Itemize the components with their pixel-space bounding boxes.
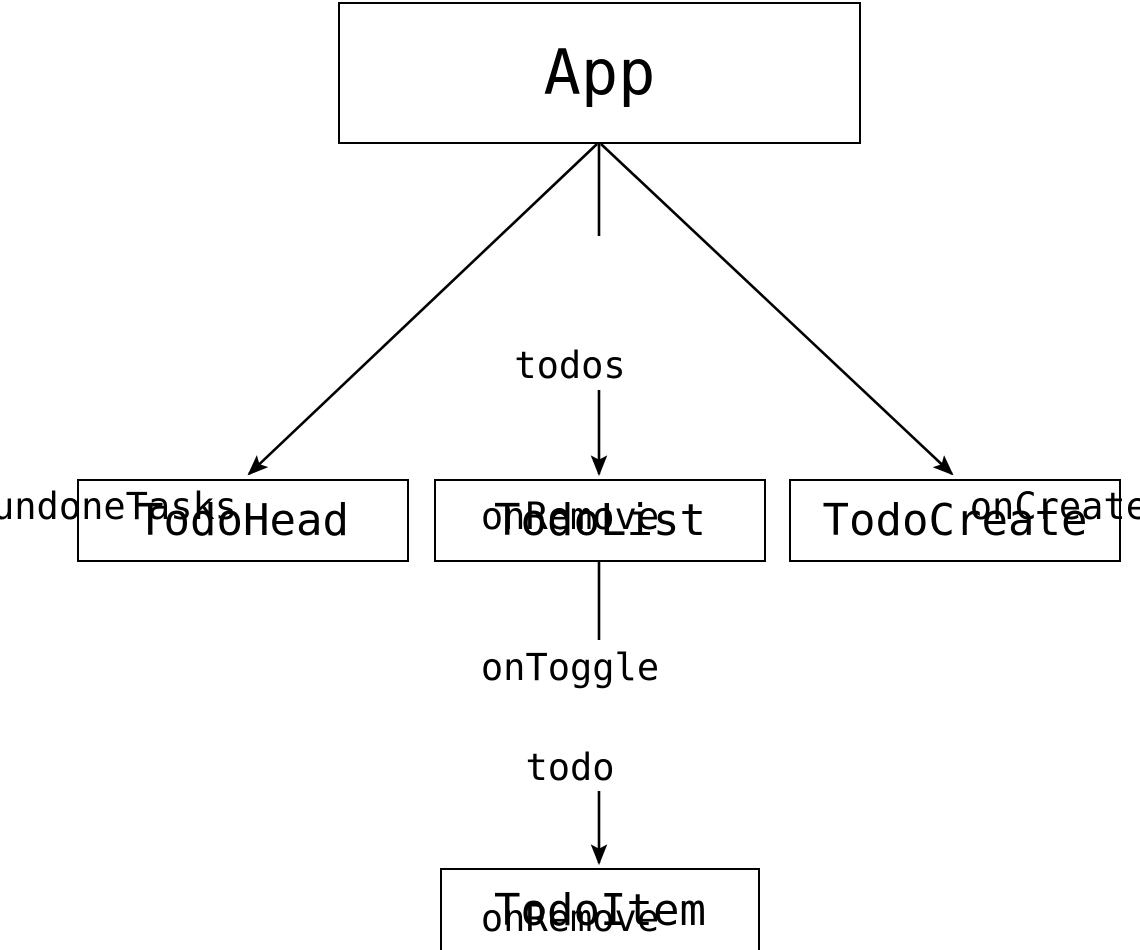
edge-label-app-to-todohead: undoneTasks (0, 381, 292, 633)
edge-label-app-to-todolist: todos onRemove onToggle (0, 240, 1140, 793)
edge-label-line-undonetasks: undoneTasks (0, 484, 238, 528)
edge-label-todolist-to-todoitem: todo onRemove onToggle (0, 642, 1140, 950)
node-todocreate[interactable]: TodoCreate (789, 479, 1121, 562)
edge-label-line-todo: todo (525, 745, 615, 789)
edge-label-line-todos: todos (514, 343, 626, 387)
node-todolist[interactable]: TodoList (434, 479, 766, 562)
edge-app-to-todocreate (600, 143, 954, 476)
node-todolist-label: TodoList (494, 494, 706, 546)
edge-label-line-oncreate: onCreate (969, 484, 1140, 528)
node-app[interactable]: App (338, 2, 861, 144)
edge-label-line-onremove-2: onRemove (480, 896, 660, 940)
node-todoitem[interactable]: TodoItem (440, 868, 760, 950)
node-todohead[interactable]: TodoHead (77, 479, 409, 562)
edge-app-to-todohead (247, 143, 598, 476)
node-app-label: App (543, 36, 656, 109)
edge-label-app-to-todocreate: onCreate (840, 381, 1140, 633)
node-todocreate-label: TodoCreate (822, 494, 1088, 546)
edge-label-line-ontoggle: onToggle (480, 645, 660, 689)
node-todoitem-label: TodoItem (494, 885, 706, 936)
edge-label-line-onremove: onRemove (480, 494, 660, 538)
node-todohead-label: TodoHead (137, 494, 349, 546)
